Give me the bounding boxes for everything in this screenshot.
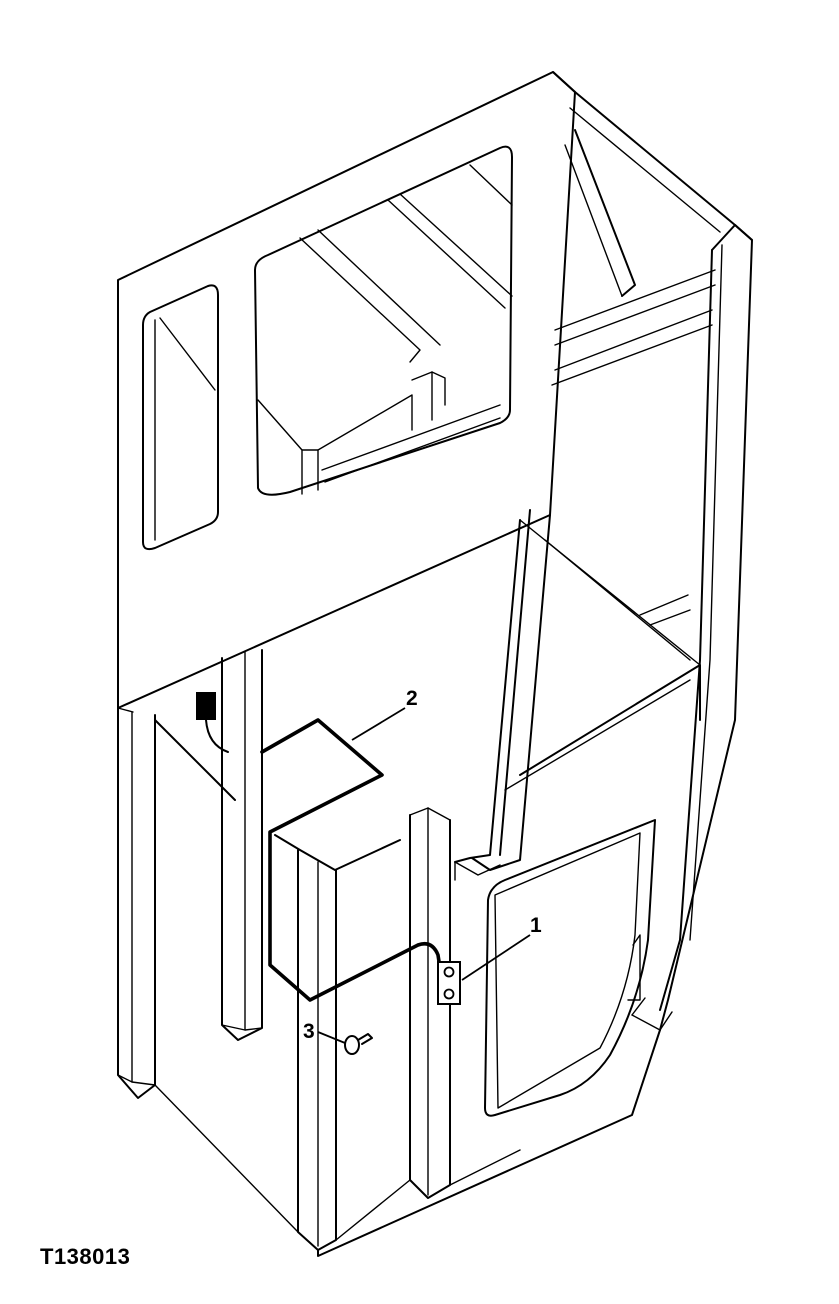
switch <box>437 961 461 1005</box>
key <box>344 1033 373 1055</box>
callout-1: 1 <box>461 914 542 981</box>
figure-id-label: T138013 <box>40 1244 131 1269</box>
callout-2: 2 <box>351 687 418 741</box>
callout-label-2: 2 <box>406 687 418 710</box>
rear-frame <box>519 91 753 1031</box>
wiring-harness <box>196 692 442 1002</box>
harness-connector <box>196 692 216 720</box>
callout-label-3: 3 <box>303 1020 315 1043</box>
lower-cab-body <box>117 649 701 1257</box>
lower-door-window <box>484 819 656 1117</box>
front-post <box>454 71 576 881</box>
callout-label-1: 1 <box>530 914 542 937</box>
upper-door-panel <box>117 71 576 713</box>
callout-3: 3 <box>303 1020 346 1044</box>
